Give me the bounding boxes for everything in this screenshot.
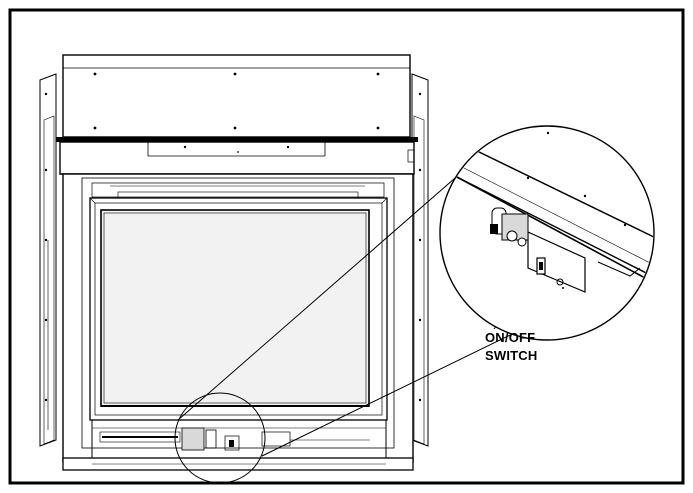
glass-panel (100, 209, 370, 407)
outer-frame (8, 8, 685, 485)
top-housing (62, 54, 411, 138)
switch-callout-label: ON/OFF SWITCH (485, 329, 537, 365)
small-detail-circle (174, 392, 266, 484)
trim-band (56, 137, 418, 142)
right-side-flange (411, 73, 429, 447)
callout-line-1: ON/OFF (485, 330, 536, 345)
callout-line-2: SWITCH (485, 348, 538, 363)
magnifier-callout (174, 125, 655, 484)
housing-rivets (44, 72, 422, 402)
fireplace-unit (39, 54, 429, 471)
